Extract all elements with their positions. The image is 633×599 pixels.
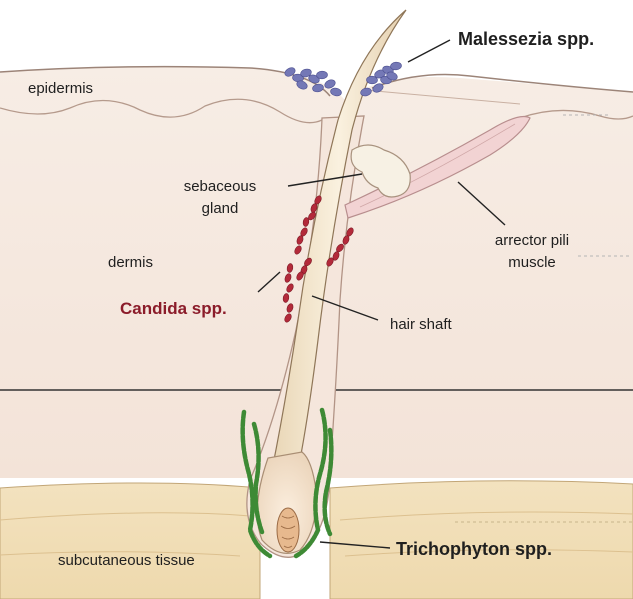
- candida-label: Candida spp.: [120, 298, 227, 320]
- sebaceous-label-line2: gland: [170, 200, 270, 218]
- epidermis-label: epidermis: [28, 80, 93, 98]
- subcutaneous-layer: [0, 483, 260, 599]
- hair-shaft-label: hair shaft: [390, 316, 452, 334]
- arrector-label-line1: arrector pili: [474, 232, 590, 250]
- arrector-pili-label: arrector pili muscle: [474, 232, 590, 272]
- subcutaneous-label: subcutaneous tissue: [58, 552, 195, 570]
- sebaceous-label-line1: sebaceous: [170, 178, 270, 196]
- malassezia-cell: [316, 71, 327, 79]
- trichophyton-label: Trichophyton spp.: [396, 538, 552, 560]
- dermal-papilla: [277, 508, 299, 552]
- arrector-label-line2: muscle: [474, 254, 590, 272]
- sebaceous-gland-label: sebaceous gland: [170, 178, 270, 218]
- malassezia-leader: [408, 40, 450, 62]
- malassezia-label: Malessezia spp.: [458, 28, 594, 50]
- dermis-label: dermis: [108, 254, 153, 272]
- malassezia-cell: [390, 62, 402, 71]
